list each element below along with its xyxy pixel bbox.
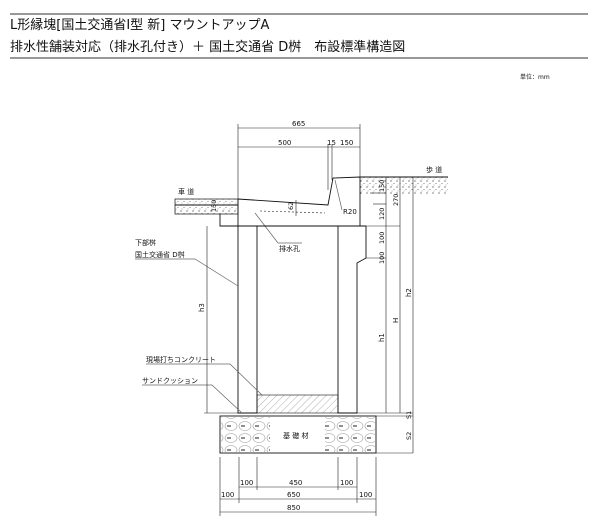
- dim-sidewalk-150: 150: [378, 180, 386, 192]
- roadway-label: 車 道: [178, 187, 194, 196]
- roadway-pavement: 車 道 150: [174, 187, 239, 227]
- dim-120: 120: [378, 208, 386, 220]
- radius-label: R20: [343, 208, 357, 216]
- sidewalk: 歩 道: [360, 165, 448, 194]
- dim-100-a: 100: [378, 232, 386, 244]
- l-curb: R20 62 排水孔: [237, 176, 361, 253]
- dim-h3: h3: [198, 303, 206, 312]
- dim-500: 500: [278, 139, 291, 147]
- lower-basin-label-2: 国土交通省 D桝: [135, 250, 185, 259]
- sidewalk-label: 歩 道: [426, 165, 442, 174]
- unit-label: 単位：mm: [520, 73, 550, 81]
- dim-150: 150: [340, 139, 353, 147]
- top-dimensions: 665 500 15 150: [237, 120, 361, 199]
- dim-H: H: [392, 318, 400, 323]
- dim-bottom-850: 850: [287, 504, 300, 512]
- sand-cushion-label: サンドクッション: [142, 377, 198, 385]
- dim-h1: h1: [378, 333, 386, 342]
- sand-cushion-leader: [142, 384, 243, 414]
- right-dimensions: 150 270 120 100 100 h1 H h2 S1 S2: [357, 177, 414, 454]
- dim-bottom-450: 450: [289, 479, 302, 487]
- cast-concrete-leader: [146, 363, 263, 396]
- dim-270: 270: [392, 194, 400, 206]
- title-line-1: L形縁塊[国土交通省Ⅰ型 新] マウントアップA: [10, 17, 269, 33]
- bottom-dimensions: 100 450 100 100 650 100 850: [219, 457, 377, 516]
- foundation-label: 基 礎 材: [283, 431, 308, 440]
- dim-15: 15: [327, 139, 336, 147]
- dim-bottom-outer-100-right: 100: [359, 491, 372, 499]
- dim-62: 62: [287, 202, 295, 210]
- lower-basin-label-1: 下部桝: [135, 238, 156, 247]
- cast-concrete-label: 現場打ちコンクリート: [146, 355, 216, 364]
- dim-bottom-100-right: 100: [340, 479, 353, 487]
- lower-basin-leader: [135, 258, 239, 287]
- dim-bottom-outer-100-left: 100: [221, 491, 234, 499]
- dim-bottom-650: 650: [287, 491, 300, 499]
- foundation: 基 礎 材: [219, 415, 377, 454]
- dim-100-b: 100: [378, 252, 386, 264]
- dim-S1: S1: [405, 411, 413, 419]
- title-line-2: 排水性舗装対応（排水孔付き）＋ 国土交通省 D桝 布設標準構造図: [10, 39, 405, 55]
- drain-hole-label: 排水孔: [279, 244, 300, 253]
- d-basin: [237, 225, 367, 414]
- cast-concrete-fill: [256, 394, 339, 414]
- dim-S2: S2: [405, 432, 413, 440]
- dim-h2: h2: [405, 288, 413, 297]
- dim-bottom-100-left: 100: [240, 479, 253, 487]
- dim-665: 665: [292, 120, 305, 128]
- dim-road-150: 150: [210, 200, 218, 212]
